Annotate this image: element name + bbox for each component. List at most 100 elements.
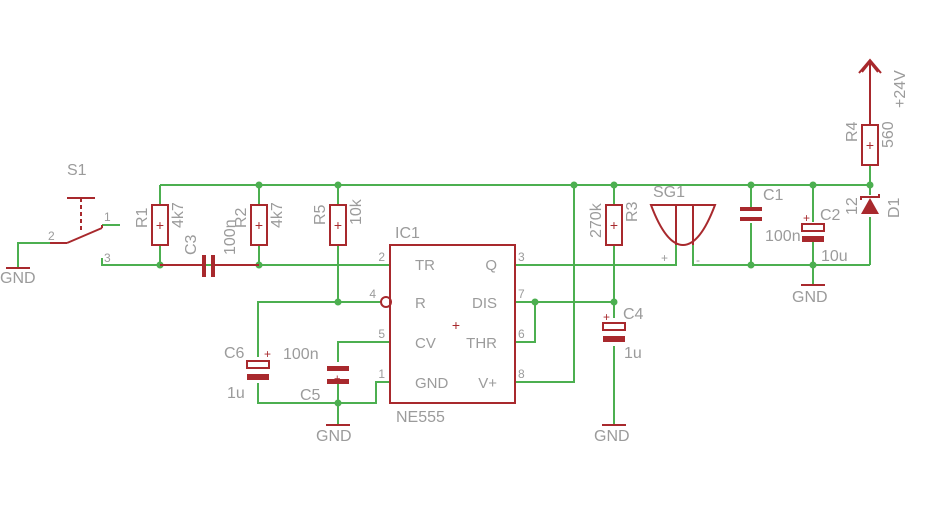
ic-ne555: + [380, 244, 516, 404]
c6-value: 1u [227, 385, 245, 402]
c6-name: C6 [224, 345, 245, 362]
switch-pin: 2 [48, 229, 55, 243]
buzzer-sg1 [649, 204, 717, 247]
junctions [156, 181, 874, 407]
ic-pin-label: Q [485, 257, 497, 274]
junction [809, 181, 817, 189]
ic-pin-number: 3 [518, 250, 525, 264]
ground-label: GND [594, 428, 630, 445]
svg-text:+: + [610, 217, 618, 233]
resistor-r4: + [861, 85, 879, 166]
junction [334, 298, 342, 306]
switch-pin: 1 [104, 210, 111, 224]
svg-text:+: + [603, 310, 610, 324]
capacitor-c5: + [327, 366, 349, 385]
c1-value: 100n [765, 228, 801, 245]
capacitor-c2: + [801, 211, 825, 242]
svg-text:+: + [156, 217, 164, 233]
diode-d1 [860, 194, 880, 214]
r4-name: R4 [844, 121, 861, 142]
buzzer-plus: + [661, 251, 668, 265]
ic-pin-label: R [415, 295, 426, 312]
switch-pin: 3 [104, 251, 111, 265]
junction [610, 181, 618, 189]
junction [255, 181, 263, 189]
resistor-r5: + [329, 204, 347, 246]
capacitor-c4: + [602, 310, 626, 342]
ic-pin-number: 6 [518, 327, 525, 341]
capacitor-c3 [160, 255, 259, 277]
svg-text:+: + [803, 211, 810, 225]
c2-value: 10u [821, 248, 848, 265]
c4-name: C4 [623, 306, 644, 323]
wire-cv [337, 341, 390, 362]
r2-value: 4k7 [269, 202, 286, 228]
junction [610, 298, 618, 306]
r3-value: 270k [588, 202, 605, 238]
r5-name: R5 [312, 204, 329, 225]
r3-name: R3 [624, 201, 641, 222]
switch-s1 [50, 197, 103, 244]
wire-vplus [515, 185, 575, 383]
svg-text:+: + [866, 137, 874, 153]
junction [809, 261, 817, 269]
ic-pin-number: 7 [518, 287, 525, 301]
wire-c6-gnd [257, 381, 390, 404]
resistor-r3: + [605, 204, 623, 246]
c5-value: 100n [283, 346, 319, 363]
ic-pin-label: GND [415, 375, 449, 392]
c3-value: 100n [222, 219, 239, 255]
ic-pin-label: TR [415, 257, 435, 274]
resistor-r1: + [151, 204, 169, 246]
capacitor-c6: + [246, 347, 271, 380]
ic-pin-number: 5 [378, 327, 385, 341]
junction [747, 261, 755, 269]
ic-pin-number: 2 [378, 250, 385, 264]
ic-pin-label: DIS [472, 295, 497, 312]
c1-name: C1 [763, 187, 784, 204]
diode-name: D1 [886, 197, 903, 218]
ground-label: GND [0, 270, 36, 287]
switch-name: S1 [67, 162, 87, 179]
capacitor-c1 [740, 207, 762, 221]
ic-value: NE555 [396, 409, 445, 426]
components: + + + + + [6, 58, 882, 426]
ic-pin-label: CV [415, 335, 436, 352]
supply-label: +24V [892, 70, 909, 108]
wire-gnd-switch [17, 242, 50, 268]
svg-text:+: + [334, 373, 340, 385]
svg-text:+: + [334, 217, 342, 233]
c2-name: C2 [820, 207, 841, 224]
junction [866, 181, 874, 189]
junction [570, 181, 578, 189]
junction [531, 298, 539, 306]
supply-arrow [858, 58, 882, 85]
c4-value: 1u [624, 345, 642, 362]
ground-label: GND [792, 289, 828, 306]
diode-value: 12 [844, 197, 861, 215]
svg-text:+: + [264, 347, 271, 361]
ic-name: IC1 [395, 225, 420, 242]
labels: S1 1 2 3 R1 4k7 R2 4k7 R5 10k 270k R3 R4… [0, 70, 909, 445]
junction [334, 399, 342, 407]
svg-text:+: + [255, 217, 263, 233]
c3-name: C3 [183, 234, 200, 255]
wire-thr [515, 302, 536, 343]
ic-pin-number: 1 [378, 367, 385, 381]
ic-pin-number: 8 [518, 367, 525, 381]
junction [747, 181, 755, 189]
wire-reset [257, 301, 380, 357]
ic-pin-label: V+ [478, 375, 497, 392]
buzzer-name: SG1 [653, 184, 685, 201]
r1-name: R1 [134, 207, 151, 228]
resistor-r2: + [250, 204, 268, 246]
junction [334, 181, 342, 189]
ic-pin-number: 4 [369, 287, 376, 301]
r2-name: R2 [233, 207, 250, 228]
ground-label: GND [316, 428, 352, 445]
buzzer-minus: - [696, 253, 700, 267]
wire-switch-pin3 [101, 258, 390, 266]
r4-value: 560 [880, 121, 897, 148]
wire-output [515, 245, 677, 266]
